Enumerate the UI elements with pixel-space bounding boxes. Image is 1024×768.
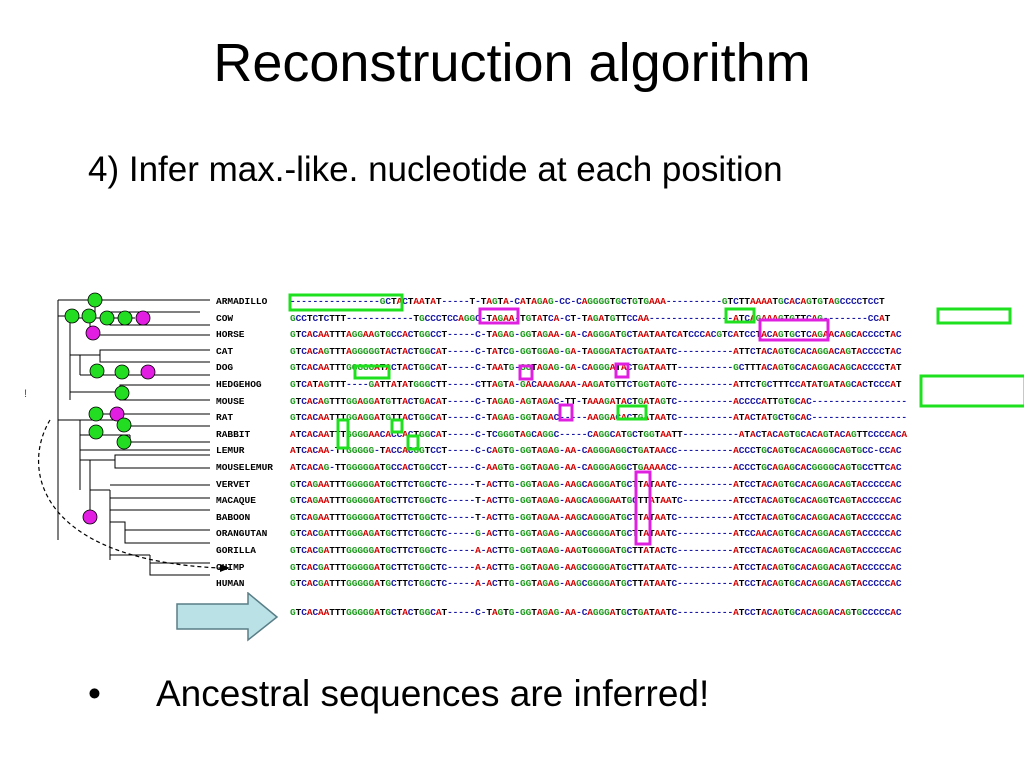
species-name: LEMUR <box>216 445 245 457</box>
sequence-row: ATCACAATTTGGGGAACACCACTGGCAT-----C-TCGGG… <box>290 428 908 440</box>
sequence-row: GTCACGATTTGGGGGATGCTTCTGGCTC-----A-ACTTG… <box>290 561 902 573</box>
sequence-row: GTCACAGTTTGGAGGATGTTACTGACAT-----C-TAGAG… <box>290 395 908 407</box>
species-name: RABBIT <box>216 428 251 440</box>
sequence-row: GTCACAATTTGGGGGATACTACTGGCAT-----C-TAATG… <box>290 362 902 374</box>
species-name: ARMADILLO <box>216 296 268 307</box>
species-name: DOG <box>216 362 234 374</box>
right-arrow-icon <box>176 592 279 642</box>
bullet-text: Ancestral sequences are inferred! <box>156 673 710 714</box>
sequence-row: GTCAGAATTTGGGGGATGCTTCTGGCTC-----T-ACTTG… <box>290 478 902 490</box>
slide-title: Reconstruction algorithm <box>213 33 811 93</box>
species-name: MOUSE <box>216 395 245 407</box>
phylogenetic-tree <box>38 292 230 576</box>
sequence-row: GTCATAGTTT----GATTATATGGGCTT-----CTTAGTA… <box>290 379 902 390</box>
species-name: HORSE <box>216 329 245 341</box>
slide-subtitle: 4) Infer max.-like. nucleotide at each p… <box>88 150 783 189</box>
species-name: BABOON <box>216 511 251 523</box>
sequence-row: ATCACAG-TTGGGGGATGCCACTGGCCT-----C-AAGTG… <box>290 462 902 473</box>
sequence-row: GTCACGATTTGGGAGATGCTTCTGGCTC-----G-ACTTG… <box>290 528 902 540</box>
sequence-alignment: ----------------GCTACTAATAT-----T-TAGTA-… <box>290 296 1024 626</box>
ancestral-sequence: GTCACAATTTGGGGGATGCTACTGGCAT-----C-TAGTG… <box>290 607 902 618</box>
species-name: VERVET <box>216 478 251 490</box>
species-name: HUMAN <box>216 578 245 590</box>
species-name: CHIMP <box>216 561 245 573</box>
sequence-row: GTCAGAATTTGGGGGATGCTTCTGGCTC-----T-ACTTG… <box>290 511 902 523</box>
sequence-row: GCCTCTCTTT------------TGCCCTCCAGGC-TAGAA… <box>290 312 891 324</box>
species-name: COW <box>216 312 234 324</box>
species-name: MOUSELEMUR <box>216 462 274 473</box>
species-name: HEDGEHOG <box>216 379 262 390</box>
sequence-row: GTCAGAATTTGGGGGATGCTTCTGGCTC-----T-ACTTG… <box>290 495 902 507</box>
sequence-row: GTCACGATTTGGGGGATGCTTCTGGCTC-----A-ACTTG… <box>290 578 902 590</box>
species-name: ORANGUTAN <box>216 528 268 540</box>
species-name: MACAQUE <box>216 495 256 507</box>
sequence-row: GTCACAATTTAGGAAGTGCCACTGGCCT-----C-TAGAG… <box>290 329 902 341</box>
species-name: CAT <box>216 345 234 357</box>
species-name: RAT <box>216 412 234 424</box>
sequence-row: ----------------GCTACTAATAT-----T-TAGTA-… <box>290 296 885 307</box>
edge-tick: ! <box>24 388 28 400</box>
sequence-row: GTCACAATTTGGAGGATGTTACTGGCAT-----C-TAGAG… <box>290 412 908 424</box>
species-name: GORILLA <box>216 545 256 556</box>
sequence-row: ATCACAA-TTGGGGG-TACCACGGTCCT-----C-CAGTG… <box>290 445 902 457</box>
sequence-row: GTCACGATTTGGGGGATGCTTCTGGCTC-----A-ACTTG… <box>290 545 902 556</box>
bullet-dot: • <box>88 673 101 714</box>
sequence-row: GTCACAGTTTAGGGGGTACTACTGGCAT-----C-TATCG… <box>290 345 902 357</box>
